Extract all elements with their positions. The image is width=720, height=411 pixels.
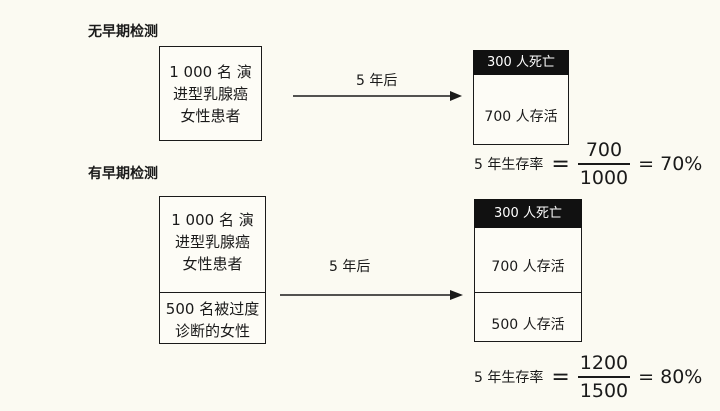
- arrow-label-with: 5 年后: [329, 259, 371, 275]
- patients-divider: [160, 292, 265, 293]
- equals-sign: =: [551, 151, 570, 177]
- formula-label-without: 5 年生存率: [474, 157, 544, 173]
- dead-label-without: 300 人死亡: [473, 50, 569, 75]
- result-with: = 80%: [638, 366, 703, 388]
- numerator-without: 700: [585, 139, 623, 161]
- alive-label-without: 700 人存活: [484, 109, 558, 125]
- outcome-divider: [475, 292, 581, 293]
- fraction-with: 1200 1500: [577, 352, 631, 402]
- denominator-without: 1000: [577, 163, 631, 189]
- formula-without: 5 年生存率 = 700 1000 = 70%: [474, 139, 702, 189]
- arrow-head-without: [450, 91, 462, 101]
- result-without: = 70%: [638, 153, 703, 175]
- dead-label-with: 300 人死亡: [474, 199, 582, 228]
- outcome-box-without: 300 人死亡 700 人存活: [473, 50, 569, 145]
- fraction-without: 700 1000: [577, 139, 631, 189]
- section-title-with: 有早期检测: [88, 166, 158, 182]
- patients-text-with: 1 000 名 演 进型乳腺癌 女性患者: [171, 211, 254, 273]
- formula-label-with: 5 年生存率: [474, 370, 544, 386]
- denominator-with: 1500: [577, 376, 631, 402]
- formula-with: 5 年生存率 = 1200 1500 = 80%: [474, 352, 702, 402]
- section-title-without: 无早期检测: [88, 24, 158, 40]
- patients-text-without: 1 000 名 演 进型乳腺癌 女性患者: [169, 63, 252, 125]
- numerator-with: 1200: [579, 352, 629, 374]
- patients-box-without: 1 000 名 演 进型乳腺癌 女性患者: [159, 46, 262, 141]
- arrow-label-without: 5 年后: [356, 73, 398, 89]
- equals-sign: =: [551, 364, 570, 390]
- alive-label-with: 700 人存活: [491, 259, 565, 275]
- patients-box-with: 1 000 名 演 进型乳腺癌 女性患者 500 名被过度 诊断的女性: [159, 196, 266, 344]
- outcome-box-with: 300 人死亡 700 人存活 500 人存活: [474, 199, 582, 342]
- overdiagnosed-text: 500 名被过度 诊断的女性: [165, 300, 260, 340]
- arrow-head-with: [450, 290, 463, 300]
- alive-extra-label-with: 500 人存活: [491, 317, 565, 333]
